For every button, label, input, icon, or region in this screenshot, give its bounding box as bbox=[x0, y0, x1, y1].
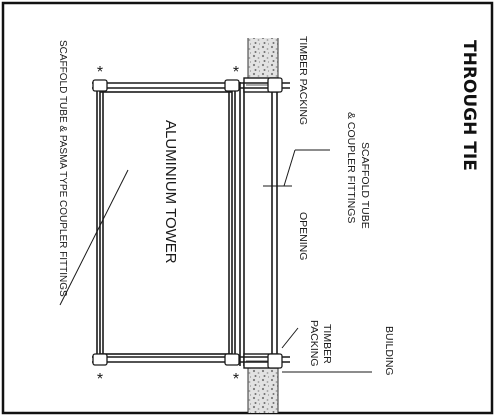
label-timber-packing-top: TIMBER PACKING bbox=[297, 36, 309, 125]
building-wall bbox=[246, 38, 280, 413]
transverse-tubes bbox=[92, 82, 290, 363]
wall-opening bbox=[246, 92, 280, 354]
label-scaffold-tube-line1: SCAFFOLD TUBE bbox=[359, 142, 371, 229]
aluminium-tower bbox=[96, 82, 236, 364]
marker-star: * bbox=[233, 64, 239, 81]
coupler-fitting bbox=[267, 353, 283, 369]
through-tie-tube bbox=[239, 80, 278, 368]
coupler-fitting bbox=[92, 79, 108, 92]
marker-star: * bbox=[233, 371, 239, 388]
coupler-fitting bbox=[92, 353, 108, 366]
label-aluminium-tower: ALUMINIUM TOWER bbox=[162, 120, 179, 264]
label-scaffold-pasma: SCAFFOLD TUBE & PASMA TYPE COUPLER FITTI… bbox=[57, 40, 68, 297]
label-opening: OPENING bbox=[297, 212, 309, 260]
leader-lines bbox=[59, 149, 372, 373]
marker-star: * bbox=[97, 371, 103, 388]
coupler-markers: * * * * bbox=[97, 64, 239, 388]
label-scaffold-tube-line2: & COUPLER FITTINGS bbox=[345, 112, 357, 223]
coupler-fitting bbox=[267, 77, 283, 93]
coupler-fitting bbox=[224, 353, 240, 366]
label-building: BUILDING bbox=[383, 326, 395, 376]
label-timber-packing-bottom-line1: TIMBER bbox=[321, 324, 333, 364]
coupler-fittings bbox=[92, 77, 283, 369]
marker-star: * bbox=[97, 64, 103, 81]
diagram-title: THROUGH TIE bbox=[459, 40, 479, 171]
label-timber-packing-bottom-line2: PACKING bbox=[308, 320, 320, 366]
coupler-fitting bbox=[224, 79, 240, 92]
